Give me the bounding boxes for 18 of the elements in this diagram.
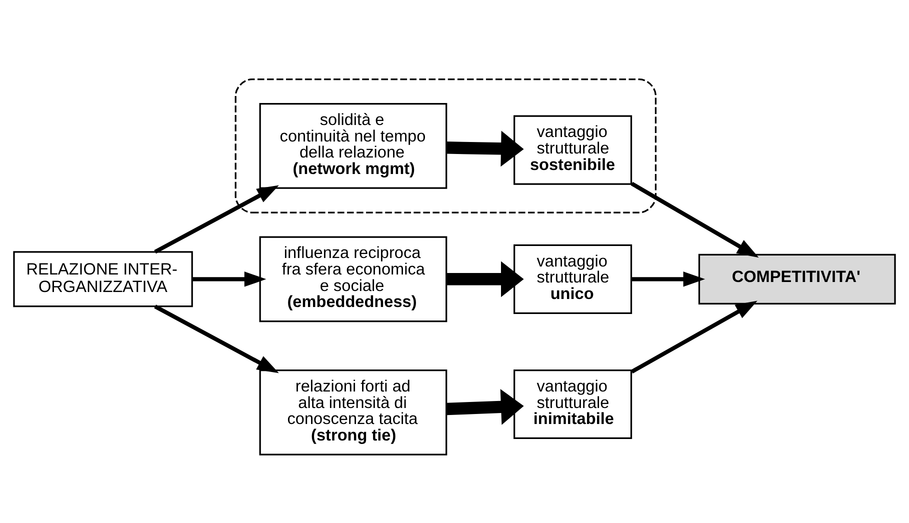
arrow: [630, 182, 759, 258]
node-box: relazioni forti ad alta intensità di conoscenza tacita (strong tie): [259, 369, 448, 456]
node-box: vantaggio strutturale unico: [514, 244, 632, 314]
arrow: [446, 388, 524, 425]
arrow: [154, 304, 279, 374]
node-box: solidità e continuità nel tempo della relazione (network mgmt): [259, 102, 448, 189]
arrow: [154, 185, 279, 254]
arrow: [446, 130, 524, 167]
arrow: [446, 261, 524, 298]
node-box: vantaggio strutturale inimitabile: [514, 369, 632, 440]
node-box: influenza reciproca fra sfera economica e sociale (embeddedness): [259, 236, 448, 322]
node-box: RELAZIONE INTER- ORGANIZZATIVA: [13, 251, 193, 308]
node-box: COMPETITIVITA': [698, 254, 896, 304]
node-box: vantaggio strutturale sostenibile: [514, 115, 632, 185]
arrow: [632, 272, 706, 287]
arrow: [192, 272, 266, 287]
cluster: [234, 78, 657, 214]
arrow: [630, 300, 758, 374]
